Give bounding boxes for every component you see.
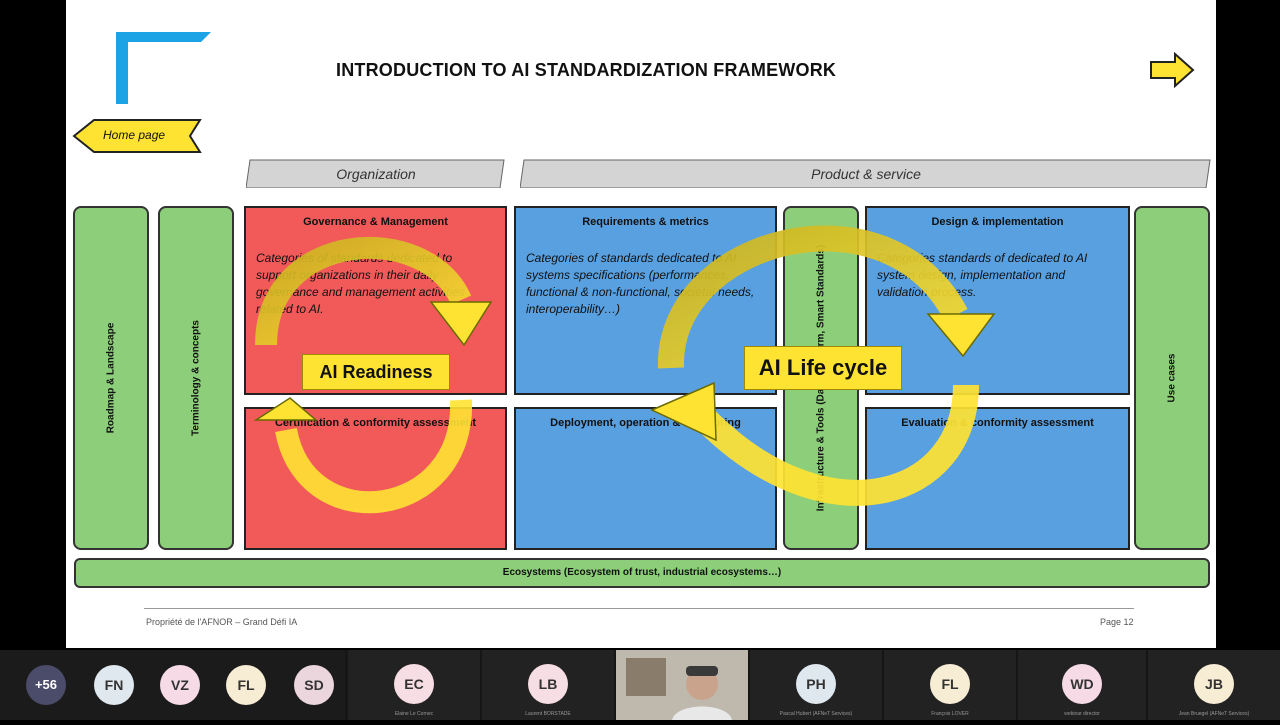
slide-title: INTRODUCTION TO AI STANDARDIZATION FRAME… xyxy=(336,60,837,80)
participant-avatar: PH xyxy=(796,664,836,704)
participant-tile[interactable]: LB Laurent BORSTADE xyxy=(482,650,614,720)
product-service-header xyxy=(520,159,1211,188)
participant-name: webinar director xyxy=(1064,711,1100,717)
ai-readiness-cycle-arrow-icon xyxy=(255,237,473,514)
participant-video-icon xyxy=(626,658,732,720)
participant-tray: +56 FN VZ FL SD EC Elaine Le Cornec LB L… xyxy=(0,650,1280,720)
governance-management-title: Governance & Management xyxy=(303,216,448,228)
participant-tile[interactable]: FL François LOVER xyxy=(884,650,1016,720)
participant-name: Elaine Le Cornec xyxy=(394,711,434,717)
participant-tile[interactable]: JB Jean Bruegel (AFNeT Services) xyxy=(1148,650,1280,720)
participant-avatar[interactable]: FN xyxy=(94,665,134,705)
participant-tile-group: +56 FN VZ FL SD xyxy=(0,650,345,720)
next-slide-arrow-icon[interactable] xyxy=(1149,52,1195,88)
requirements-metrics-box: Requirements & metrics Categories of sta… xyxy=(514,206,777,395)
page-number: Page 12 xyxy=(1100,617,1134,627)
participant-avatar[interactable]: FL xyxy=(226,665,266,705)
participant-avatar[interactable]: SD xyxy=(294,665,334,705)
organization-header-label: Organization xyxy=(336,166,416,182)
participant-tile[interactable]: PH Pascal Hubert (AFNeT Services) xyxy=(750,650,882,720)
participant-video-tile[interactable] xyxy=(616,650,748,720)
ai-life-cycle-badge: AI Life cycle xyxy=(744,346,902,390)
roadmap-landscape-column: Roadmap & Landscape xyxy=(73,206,149,550)
footer-divider xyxy=(144,608,1134,609)
participant-avatar: FL xyxy=(930,664,970,704)
organization-header xyxy=(246,159,505,188)
afnor-logo xyxy=(116,32,211,104)
requirements-metrics-description: Categories of standards dedicated to AI … xyxy=(526,251,755,316)
cycle-arrows-overlay xyxy=(253,225,996,514)
home-page-label: Home page xyxy=(103,128,166,142)
participant-name: François LOVER xyxy=(931,711,969,717)
participant-avatar: JB xyxy=(1194,664,1234,704)
participant-avatar: EC xyxy=(394,664,434,704)
requirements-metrics-title: Requirements & metrics xyxy=(582,216,709,228)
ecosystems-label: Ecosystems (Ecosystem of trust, industri… xyxy=(502,567,782,578)
participant-name: Laurent BORSTADE xyxy=(525,711,571,717)
participant-avatar[interactable]: VZ xyxy=(160,665,200,705)
participant-tile[interactable]: EC Elaine Le Cornec xyxy=(348,650,480,720)
participant-name: Jean Bruegel (AFNeT Services) xyxy=(1178,711,1250,717)
participant-avatar: LB xyxy=(528,664,568,704)
ai-life-cycle-arrow-icon xyxy=(657,225,979,506)
participant-name: Pascal Hubert (AFNeT Services) xyxy=(779,711,853,717)
certification-conformity-title: Certification & conformity assessment xyxy=(274,417,477,429)
ai-readiness-badge: AI Readiness xyxy=(302,354,450,390)
presentation-slide: INTRODUCTION TO AI STANDARDIZATION FRAME… xyxy=(66,0,1216,648)
participant-tile[interactable]: WD webinar director xyxy=(1018,650,1146,720)
ecosystems-bar: Ecosystems (Ecosystem of trust, industri… xyxy=(74,558,1210,588)
terminology-concepts-column: Terminology & concepts xyxy=(158,206,234,550)
home-page-button[interactable] xyxy=(72,118,202,154)
product-service-header-label: Product & service xyxy=(811,166,921,182)
footer-owner-text: Propriété de l'AFNOR – Grand Défi IA xyxy=(146,617,298,627)
participant-avatar: WD xyxy=(1062,664,1102,704)
design-implementation-title: Design & implementation xyxy=(931,216,1064,228)
more-participants-avatar[interactable]: +56 xyxy=(26,665,66,705)
use-cases-column: Use cases xyxy=(1134,206,1210,550)
